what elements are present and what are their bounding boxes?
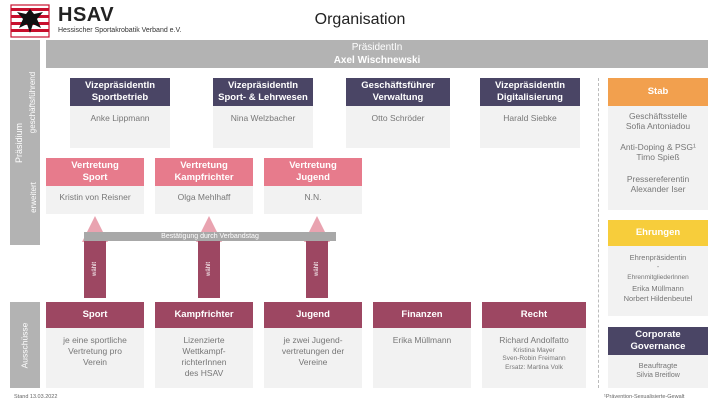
erweitert-label-wrap: erweitert bbox=[24, 160, 42, 235]
rep-title: Vertretung Sport bbox=[46, 158, 144, 186]
vice-box-verwaltung: Geschäftsführer Verwaltung Otto Schröder bbox=[346, 78, 450, 148]
president-bar: PräsidentIn Axel Wischnewski bbox=[46, 40, 708, 68]
ehrungen-role: Ehrenmitgliederlnnen bbox=[627, 274, 689, 281]
governance-title: Corporate Governance bbox=[608, 327, 708, 355]
arrow-waehlt-jugend: wählt bbox=[306, 240, 328, 298]
vice-name: Anke Lippmann bbox=[90, 113, 150, 123]
stab-separator bbox=[598, 78, 599, 388]
brand-subtitle: Hessischer Sportakrobatik Verband e.V. bbox=[58, 27, 182, 34]
arrow-waehlt-kampfrichter: wählt bbox=[198, 240, 220, 298]
rep-box-jugend: Vertretung Jugend N.N. bbox=[264, 158, 362, 214]
committee-title: Sport bbox=[46, 302, 144, 328]
ehrungen-role: Ehrenpräsidentin bbox=[629, 253, 687, 262]
stab-name: Alexander Iser bbox=[630, 184, 686, 194]
vice-box-sportbetrieb: VizepräsidentIn Sportbetrieb Anke Lippma… bbox=[70, 78, 170, 148]
geschaeftsfuehrend-label: geschäftsführend bbox=[28, 71, 38, 134]
stab-role: Pressereferentin bbox=[626, 174, 690, 184]
committee-sport: Sport je eine sportliche Vertretung pro … bbox=[46, 302, 144, 388]
stab-role: Anti-Doping & PSG¹ bbox=[620, 142, 696, 152]
waehlt-label: wählt bbox=[313, 261, 320, 277]
governance-role: Beauftragte bbox=[638, 361, 678, 370]
stab-role: Geschäftsstelle bbox=[628, 111, 688, 121]
confirmation-bar: Bestätigung durch Verbandstag bbox=[84, 232, 336, 241]
vice-name: Harald Siebke bbox=[503, 113, 557, 123]
committee-title: Finanzen bbox=[373, 302, 471, 328]
footer-footnote: ¹Prävention-Sexualisierte-Gewalt bbox=[604, 394, 685, 400]
stab-box: Stab Geschäftsstelle Sofia Antoniadou An… bbox=[608, 78, 708, 210]
ausschuesse-label: Ausschüsse bbox=[19, 322, 30, 368]
waehlt-label: wählt bbox=[205, 261, 212, 277]
rep-name: Olga Mehlhaff bbox=[177, 192, 231, 202]
vice-name: Nina Welzbacher bbox=[230, 113, 296, 123]
committee-title: Kampfrichter bbox=[155, 302, 253, 328]
page-title: Organisation bbox=[314, 11, 406, 28]
rep-title: Vertretung Kampfrichter bbox=[155, 158, 253, 186]
vice-box-digitalisierung: VizepräsidentIn Digitalisierung Harald S… bbox=[480, 78, 580, 148]
vice-title: VizepräsidentIn Sport- & Lehrwesen bbox=[213, 78, 313, 106]
rep-name: Kristin von Reisner bbox=[59, 192, 131, 202]
stab-name: Sofia Antoniadou bbox=[625, 121, 691, 131]
stab-title: Stab bbox=[608, 78, 708, 106]
committee-body: je zwei Jugend- vertretungen der Vereine bbox=[281, 335, 345, 367]
committee-body: Richard Andolfatto bbox=[499, 335, 569, 345]
committee-member: Kristina Mayer bbox=[513, 347, 555, 354]
side-label-ausschuesse: Ausschüsse bbox=[10, 302, 40, 388]
ehrungen-box: Ehrungen Ehrenpräsidentin - Ehrenmitglie… bbox=[608, 220, 708, 316]
stab-name: Timo Spieß bbox=[636, 152, 680, 162]
ehrungen-name: Norbert Hildenbeutel bbox=[623, 294, 693, 303]
vice-box-sport-lehrwesen: VizepräsidentIn Sport- & Lehrwesen Nina … bbox=[213, 78, 313, 148]
committee-body: Erika Müllmann bbox=[392, 335, 452, 345]
erweitert-label: erweitert bbox=[28, 182, 38, 213]
footer-date: Stand 13.03.2022 bbox=[14, 394, 58, 400]
president-name: Axel Wischnewski bbox=[333, 55, 421, 66]
rep-title: Vertretung Jugend bbox=[264, 158, 362, 186]
hsav-eagle-logo bbox=[10, 4, 50, 38]
committee-jugend: Jugend je zwei Jugend- vertretungen der … bbox=[264, 302, 362, 388]
committee-body: je eine sportliche Vertretung pro Verein bbox=[63, 335, 127, 367]
committee-deputy: Ersatz: Martina Volk bbox=[505, 364, 563, 371]
president-role: PräsidentIn bbox=[351, 42, 403, 53]
committee-finanzen: Finanzen Erika Müllmann bbox=[373, 302, 471, 388]
committee-title: Recht bbox=[482, 302, 586, 328]
ehrungen-name: Erika Müllmann bbox=[632, 284, 684, 293]
committee-member: Sven-Robin Freimann bbox=[502, 355, 566, 362]
vice-title: VizepräsidentIn Sportbetrieb bbox=[70, 78, 170, 106]
rep-box-sport: Vertretung Sport Kristin von Reisner bbox=[46, 158, 144, 214]
praesidium-label: Präsidium bbox=[14, 122, 25, 163]
committee-recht: Recht Richard Andolfatto Kristina Mayer … bbox=[482, 302, 586, 388]
brand-name: HSAV bbox=[58, 4, 115, 26]
committee-body: Lizenzierte Wettkampf- richterInnen des … bbox=[181, 335, 227, 378]
governance-name: Silvia Breitlow bbox=[636, 372, 680, 379]
arrow-waehlt-sport: wählt bbox=[84, 240, 106, 298]
vice-title: VizepräsidentIn Digitalisierung bbox=[480, 78, 580, 106]
geschaeftsfuehrend-label-wrap: geschäftsführend bbox=[24, 40, 42, 165]
committee-title: Jugend bbox=[264, 302, 362, 328]
committee-kampfrichter: Kampfrichter Lizenzierte Wettkampf- rich… bbox=[155, 302, 253, 388]
vice-name: Otto Schröder bbox=[371, 113, 425, 123]
ehrungen-title: Ehrungen bbox=[608, 220, 708, 246]
vice-title: Geschäftsführer Verwaltung bbox=[346, 78, 450, 106]
ehrungen-dash: - bbox=[656, 264, 660, 271]
side-label-praesidium bbox=[10, 40, 40, 245]
rep-box-kampfrichter: Vertretung Kampfrichter Olga Mehlhaff bbox=[155, 158, 253, 214]
governance-box: Corporate Governance Beauftragte Silvia … bbox=[608, 327, 708, 388]
waehlt-label: wählt bbox=[91, 261, 98, 277]
rep-name: N.N. bbox=[304, 192, 322, 202]
